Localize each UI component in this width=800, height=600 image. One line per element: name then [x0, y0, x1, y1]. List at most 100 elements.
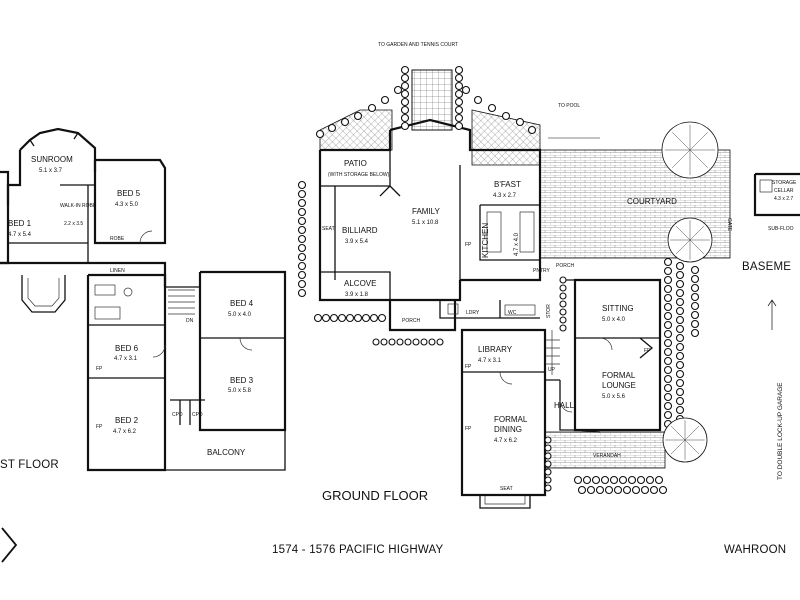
shrub: [515, 117, 525, 127]
basement-plan: [753, 172, 800, 217]
shrub: [372, 338, 380, 346]
shrub: [353, 111, 363, 121]
shrub: [544, 484, 552, 492]
shrub: [636, 475, 646, 485]
shrub: [663, 383, 673, 393]
shrub: [690, 265, 700, 275]
label-fp-dining: FP: [465, 426, 472, 432]
shrub: [544, 476, 552, 484]
shrub: [663, 284, 673, 294]
shrub: [454, 65, 464, 75]
room-label-kitchen: KITCHEN: [481, 223, 490, 258]
shrub: [631, 485, 641, 495]
tree-branch: [672, 132, 691, 151]
room-label-family: FAMILY: [412, 207, 441, 216]
room-dim-sunroom: 5.1 x 3.7: [39, 168, 63, 174]
tree-branch: [670, 439, 686, 455]
shrub: [297, 252, 307, 262]
shrub: [400, 89, 410, 99]
shrub: [297, 270, 307, 280]
shrub: [675, 324, 685, 334]
shrub: [663, 311, 673, 321]
room-label-storage: STORAGE: [772, 180, 797, 186]
shrub: [663, 266, 673, 276]
shrub: [436, 338, 444, 346]
shrub: [675, 333, 685, 343]
shrub: [675, 315, 685, 325]
shrub: [428, 338, 436, 346]
room-label-billiard: BILLIARD: [342, 226, 378, 235]
shrub: [675, 279, 685, 289]
shrub: [377, 313, 387, 323]
shrub: [663, 275, 673, 285]
tree-branch: [689, 239, 705, 255]
room-dim-alcove: 3.9 x 1.8: [345, 292, 369, 298]
shrub: [400, 105, 410, 115]
room-dim-bed-2: 4.7 x 6.2: [113, 429, 137, 435]
room-dim-cellar: 4.3 x 2.7: [774, 196, 793, 202]
shrub: [487, 103, 497, 113]
shrub: [622, 485, 632, 495]
tree-branch: [689, 132, 708, 151]
shrub: [544, 452, 552, 460]
shrub: [340, 117, 350, 127]
shrub: [454, 97, 464, 107]
shrub: [297, 180, 307, 190]
shrub: [461, 85, 471, 95]
shrub: [604, 485, 614, 495]
shrub: [663, 356, 673, 366]
garage-arrow-icon: [767, 299, 777, 330]
shrub: [675, 297, 685, 307]
room-label-formal-dining: FORMAL: [494, 415, 528, 424]
ground-floor-title: GROUND FLOOR: [322, 488, 428, 503]
shrub: [544, 468, 552, 476]
shrub: [690, 319, 700, 329]
shrub: [663, 401, 673, 411]
shrub: [380, 338, 388, 346]
shrub: [675, 261, 685, 271]
label-dn: DN: [186, 318, 194, 324]
room-label-bed-5: BED 5: [117, 189, 141, 198]
chevron-right-icon[interactable]: [0, 522, 22, 572]
label-sub-floor: SUB-FLOO: [768, 226, 794, 232]
shrub: [663, 302, 673, 312]
shrub: [609, 475, 619, 485]
shrub: [658, 485, 668, 495]
room-label-patio: PATIO: [344, 159, 367, 168]
room-label-sunroom: SUNROOM: [31, 155, 73, 164]
label-fp-library: FP: [465, 364, 472, 370]
label-porch-2: PORCH: [556, 263, 574, 269]
shrub: [297, 234, 307, 244]
shrub: [454, 89, 464, 99]
shrub: [400, 121, 410, 131]
room-dim-formal-dining: 4.7 x 6.2: [494, 438, 518, 444]
shrub: [654, 475, 664, 485]
room-dim-bed-4: 5.0 x 4.0: [228, 312, 252, 318]
shrub: [501, 111, 511, 121]
room-label-alcove: ALCOVE: [344, 279, 376, 288]
shrub: [675, 342, 685, 352]
room-label-bed-3: BED 3: [230, 376, 254, 385]
shrub: [675, 306, 685, 316]
shrub: [618, 475, 628, 485]
shrub: [369, 313, 379, 323]
shrub: [327, 123, 337, 133]
shrub: [582, 475, 592, 485]
footer-suburb: WAHROON: [724, 544, 786, 556]
shrub: [595, 485, 605, 495]
shrub: [577, 485, 587, 495]
shrub: [613, 485, 623, 495]
tree-branch: [675, 239, 691, 255]
shrub: [600, 475, 610, 485]
room-label-walk-in-robe: WALK-IN ROBE: [60, 203, 97, 209]
room-dim-sitting: 5.0 x 4.0: [602, 317, 626, 323]
shrub: [388, 338, 396, 346]
shrub: [663, 374, 673, 384]
shrub: [559, 308, 567, 316]
shrub: [297, 189, 307, 199]
shrub: [404, 338, 412, 346]
shrub: [640, 485, 650, 495]
shrub: [663, 410, 673, 420]
shrub: [420, 338, 428, 346]
